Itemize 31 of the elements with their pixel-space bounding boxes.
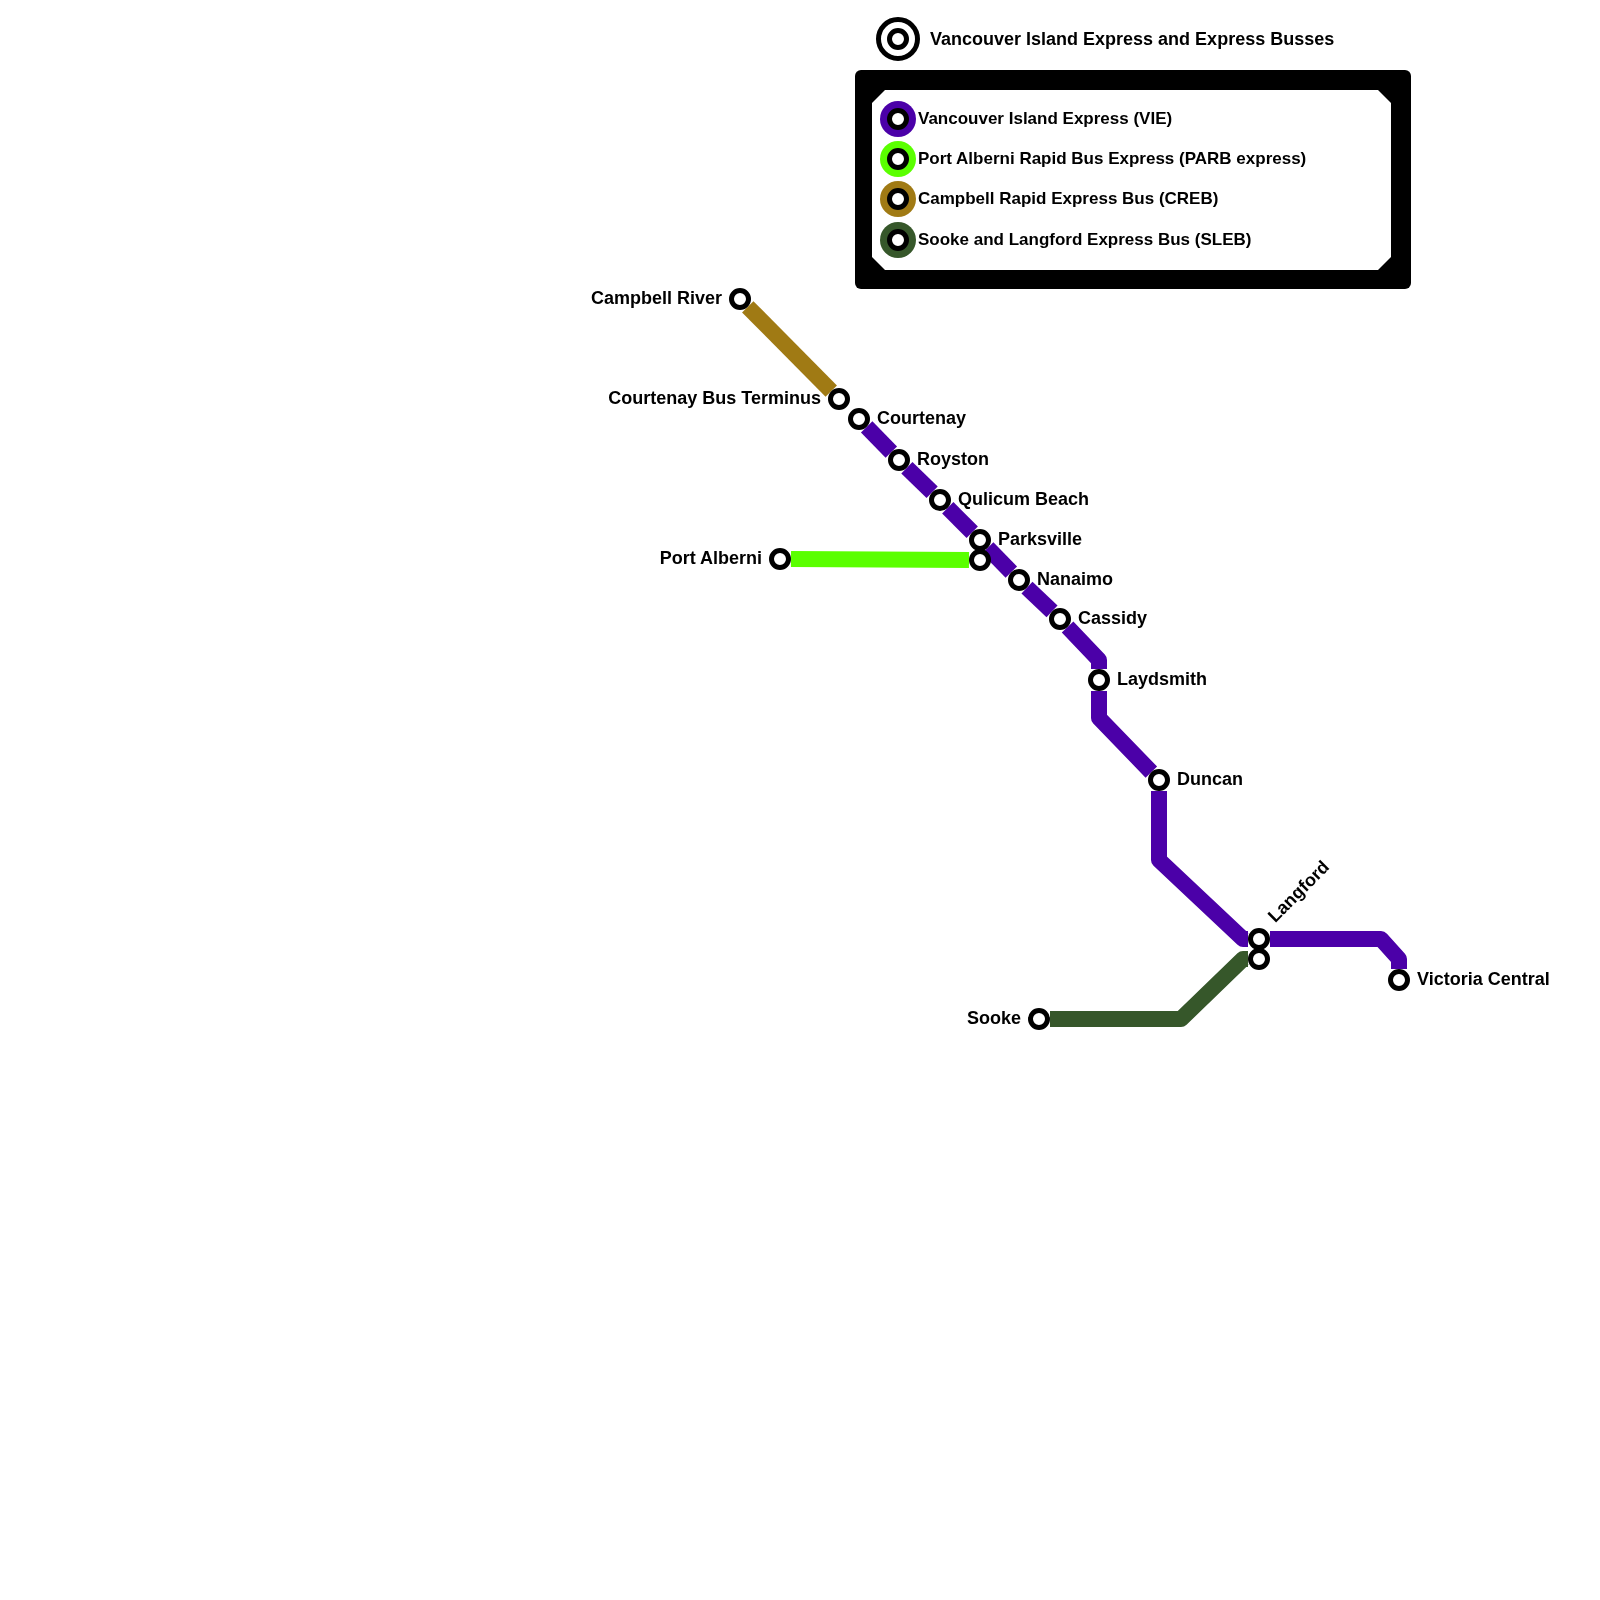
station-marker	[1248, 948, 1270, 970]
route-line	[860, 421, 898, 458]
station-label: Courtenay Bus Terminus	[608, 388, 821, 408]
station-label: Sooke	[966, 1008, 1021, 1028]
station-marker	[969, 549, 991, 571]
station-label: Courtenay	[877, 408, 966, 428]
station-label: Port Alberni	[659, 548, 762, 568]
station-label: Campbell River	[590, 288, 722, 308]
legend-label: Vancouver Island Express and Express Busses	[930, 29, 1335, 49]
station-label: Parksville	[998, 529, 1083, 549]
route-line	[1061, 621, 1107, 669]
route-line	[1050, 951, 1251, 1027]
station-label: Cassidy	[1078, 608, 1148, 628]
station-label: Duncan	[1177, 769, 1243, 789]
station-label: Qulicum Beach	[958, 489, 1090, 509]
legend-label: Campbell Rapid Express Bus (CREB)	[918, 189, 1219, 209]
station-label: Victoria Central	[1417, 969, 1550, 989]
route-line	[742, 301, 837, 397]
route-line	[901, 461, 938, 499]
legend-label: Sooke and Langford Express Bus (SLEB)	[918, 230, 1252, 250]
route-line	[1270, 931, 1407, 969]
route-line	[1091, 691, 1158, 778]
route-line	[1021, 581, 1058, 618]
route-line	[790, 551, 970, 568]
station-label: Laydsmith	[1117, 669, 1208, 689]
legend-label: Vancouver Island Express (VIE)	[918, 109, 1173, 129]
legend-label: Port Alberni Rapid Bus Express (PARB express)	[918, 149, 1307, 169]
route-line	[1151, 791, 1251, 947]
route-line	[942, 502, 978, 538]
station-label: Nanaimo	[1037, 569, 1114, 589]
station-label: Royston	[917, 449, 989, 469]
